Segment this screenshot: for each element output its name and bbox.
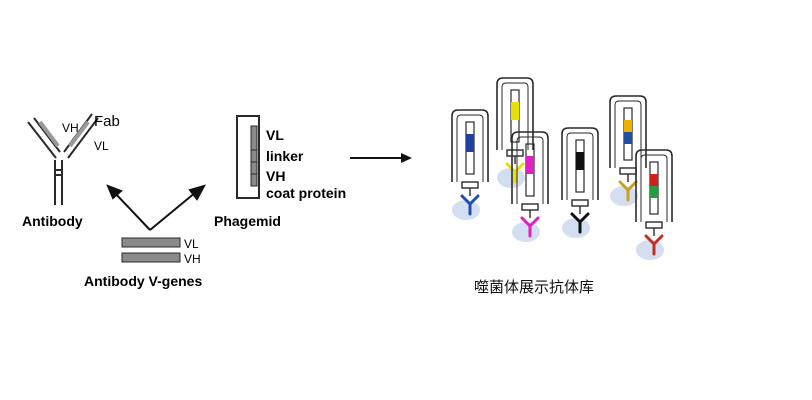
antibody-vl-label: VL [94, 139, 109, 153]
branch-arrows [108, 186, 204, 230]
antibody-title: Antibody [22, 213, 83, 229]
phage-base [620, 168, 636, 174]
phage-glow [636, 240, 664, 260]
phage-base [462, 182, 478, 188]
phage-base [507, 150, 523, 156]
vgenes-title: Antibody V-genes [84, 273, 202, 289]
phage-base [522, 204, 538, 210]
phagemid-segment-coat-protein: coat protein [266, 185, 346, 201]
phage-library [452, 78, 672, 260]
phage-base [646, 222, 662, 228]
phage-insert-band-2 [624, 132, 632, 144]
vgene-bars [122, 238, 180, 262]
phage-insert-band [466, 134, 474, 152]
phage-insert-band [511, 102, 519, 120]
phagemid-segment-vh: VH [266, 168, 285, 184]
phage-glow [512, 222, 540, 242]
antibody-fab-label: Fab [94, 113, 120, 130]
phage-insert-band [526, 156, 534, 174]
phage-base [572, 200, 588, 206]
phage-insert-band-2 [650, 186, 658, 198]
vgene-vl-label: VL [184, 237, 199, 251]
vgene-vh-label: VH [184, 252, 201, 266]
phage-particle [452, 110, 488, 220]
phage-insert-band [624, 120, 632, 132]
phagemid-figure [237, 116, 259, 198]
phage-glow [452, 200, 480, 220]
phage-glow [610, 186, 638, 206]
phage-insert-band [650, 174, 658, 186]
phagemid-title: Phagemid [214, 213, 281, 229]
antibody-vh-label: VH [62, 121, 79, 135]
main-arrow [350, 153, 412, 163]
phage-particle [512, 132, 548, 242]
phage-particle [562, 128, 598, 238]
phage-glow [562, 218, 590, 238]
phage-insert-band [576, 152, 584, 170]
library-caption: 噬菌体展示抗体库 [474, 278, 594, 296]
phage-glow [497, 168, 525, 188]
phagemid-segment-vl: VL [266, 127, 284, 143]
phage-particle [636, 150, 672, 260]
phagemid-segment-linker: linker [266, 148, 304, 164]
